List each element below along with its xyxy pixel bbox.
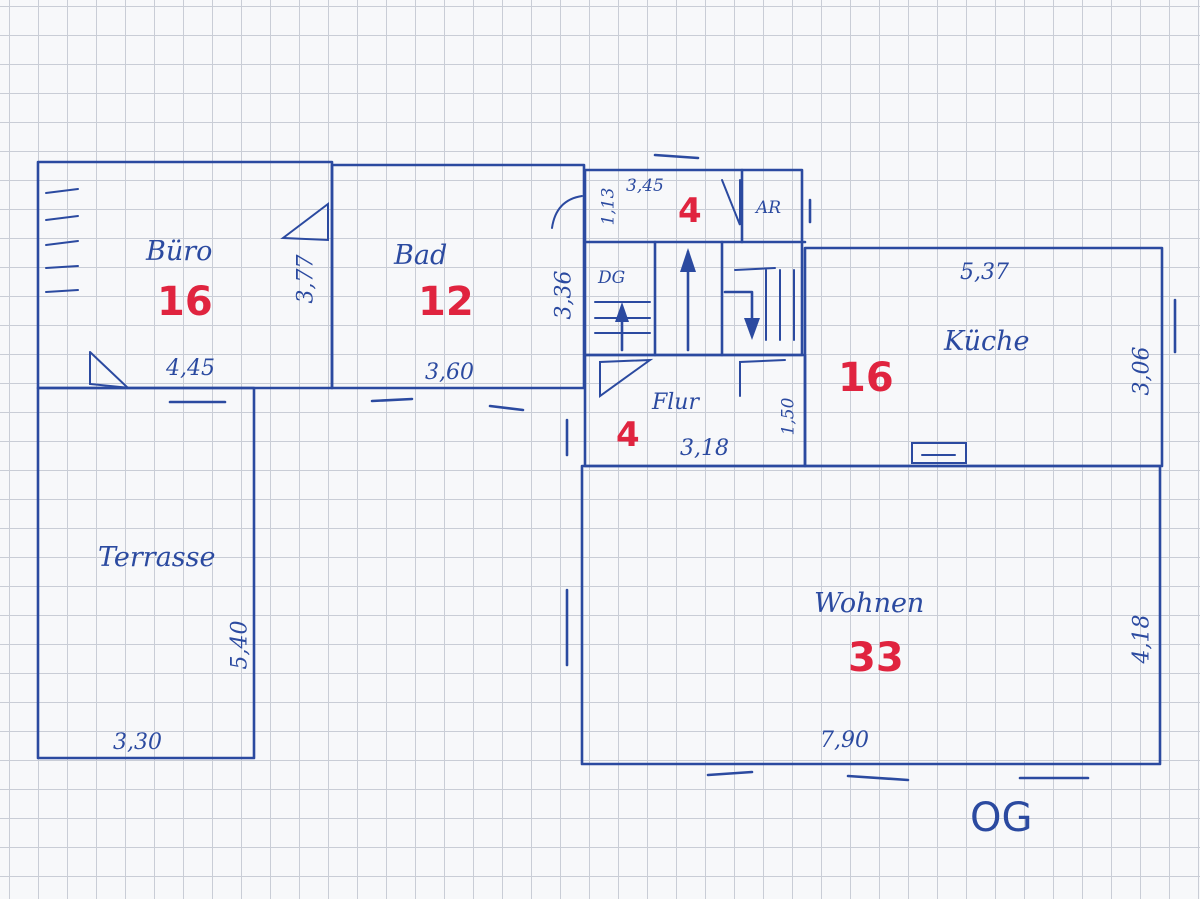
dim-terrasse-height: 5,40 <box>227 620 253 670</box>
room-name-bad: Bad <box>394 240 448 271</box>
dim-kueche-width: 5,37 <box>960 260 1009 285</box>
room-area-flur: 4 <box>616 415 640 455</box>
dim-buero-height: 3,77 <box>293 254 319 304</box>
dim-wohnen-height: 4,18 <box>1129 614 1155 664</box>
room-name-flur: Flur <box>652 390 699 415</box>
stairs <box>594 248 795 352</box>
room-area-bad: 12 <box>418 279 474 325</box>
walls <box>36 160 1164 766</box>
dim-wohnen-width: 7,90 <box>820 728 869 753</box>
dim-flur-width: 3,18 <box>680 436 729 461</box>
room-name-buero: Büro <box>146 236 213 267</box>
windows <box>45 153 1177 782</box>
room-name-wohnen: Wohnen <box>814 588 925 619</box>
room-outline-terrasse <box>36 386 256 760</box>
dim-flur-height: 1,50 <box>778 397 799 436</box>
room-area-wohnen: 33 <box>848 635 904 681</box>
dim-stair-width: 3,45 <box>626 176 664 196</box>
dim-stair-height: 3,36 <box>551 270 577 320</box>
room-outline-wohnen <box>580 464 1162 766</box>
room-name-kueche: Küche <box>944 326 1030 357</box>
dim-buero-width: 4,45 <box>166 356 215 381</box>
dim-terrasse-width: 3,30 <box>113 730 162 755</box>
room-area-kueche: 16 <box>838 355 894 401</box>
dim-bad-width: 3,60 <box>425 360 474 385</box>
room-name-terrasse: Terrasse <box>98 542 216 573</box>
stair-label-dg: DG <box>598 268 626 288</box>
room-outline-bad <box>330 163 586 390</box>
room-area-stair: 4 <box>678 191 702 231</box>
dim-kueche-height: 3,06 <box>1129 346 1155 396</box>
dim-stair-height-top: 1,13 <box>598 187 619 226</box>
floor-label: OG <box>970 795 1033 841</box>
room-area-buero: 16 <box>157 279 213 325</box>
room-name-ar: AR <box>756 198 782 218</box>
doors <box>89 179 967 464</box>
room-outline-buero <box>36 160 334 390</box>
